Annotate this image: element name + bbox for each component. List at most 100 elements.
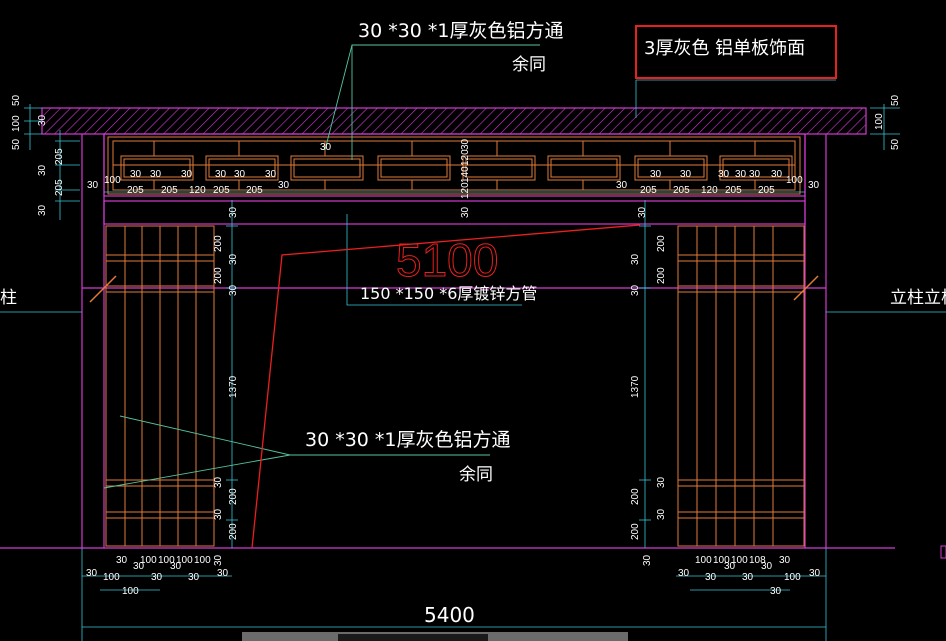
dim-g-120a: 120 — [460, 149, 471, 166]
dim-t-30-7: 30 — [680, 169, 692, 180]
overall-width-label: 5400 — [424, 603, 475, 627]
dim-bl-100d: 100 — [194, 555, 211, 566]
dimension-lines — [0, 104, 946, 641]
dim-mr-1370: 1370 — [630, 375, 641, 398]
right-break-mark — [793, 275, 819, 301]
dim-g-120b: 120 — [460, 182, 471, 199]
dim-t-30-12: 30 — [735, 169, 747, 180]
dim-ml-200d: 200 — [228, 523, 239, 540]
top-note-line2: 余同 — [512, 55, 546, 75]
dim-t-30-10: 30 — [130, 169, 142, 180]
dim-t-30-8: 30 — [718, 169, 730, 180]
dim-br-30e: 30 — [742, 572, 754, 583]
right-edge-marker — [940, 545, 946, 559]
dim-b-100-1: 100 — [104, 175, 121, 186]
dimension-texts: 50 100 50 30 205 30 205 30 50 100 50 30 … — [11, 94, 901, 597]
dim-br-100c: 100 — [731, 555, 748, 566]
dim-l-30b: 30 — [37, 164, 48, 176]
dim-bl-100b: 100 — [158, 555, 175, 566]
dim-t-30-9: 30 — [749, 169, 761, 180]
dim-bl-30a: 30 — [116, 555, 128, 566]
left-panel — [105, 225, 215, 547]
dim-bl-100a: 100 — [140, 555, 157, 566]
dim-g-30c: 30 — [228, 206, 239, 218]
dim-ml-200a: 200 — [213, 235, 224, 252]
dim-bl-100f: 100 — [122, 586, 139, 597]
left-break-mark — [89, 275, 117, 303]
dim-bl-30e: 30 — [170, 561, 182, 572]
dim-t-30-2: 30 — [181, 169, 193, 180]
dim-bl-30d: 30 — [151, 572, 163, 583]
dim-mr-30d: 30 — [656, 508, 667, 520]
dim-b-205-7: 205 — [725, 185, 742, 196]
mid-note-line2: 余同 — [459, 465, 493, 485]
dim-b-30-2: 30 — [278, 180, 290, 191]
dim-b-205-3: 205 — [213, 185, 230, 196]
dim-bl-100e: 100 — [103, 572, 120, 583]
dim-br-100d: 100 — [784, 572, 801, 583]
mid-note-line1: 30 *30 *1厚灰色铝方通 — [305, 429, 511, 451]
dim-r-50a: 50 — [890, 94, 901, 106]
top-note-line1: 30 *30 *1厚灰色铝方通 — [358, 20, 564, 42]
dim-mr-30c: 30 — [656, 476, 667, 488]
dim-br-30g: 30 — [809, 568, 821, 579]
dim-l-50a: 50 — [11, 94, 22, 106]
dim-r-100: 100 — [874, 113, 885, 130]
dim-r-50b: 50 — [890, 138, 901, 150]
dim-l-205a: 205 — [54, 148, 65, 165]
dim-b-205-5: 205 — [640, 185, 657, 196]
dim-bl-30c: 30 — [133, 561, 145, 572]
frame-outline — [0, 133, 895, 549]
dim-b-205-6: 205 — [673, 185, 690, 196]
dim-t-30-4: 30 — [265, 169, 277, 180]
dim-b-30-4: 30 — [808, 180, 820, 191]
dim-t-30-11: 30 — [215, 169, 227, 180]
dim-br-30d: 30 — [724, 561, 736, 572]
dim-ml-200b: 200 — [213, 267, 224, 284]
dim-b-205-4: 205 — [246, 185, 263, 196]
right-column-label: 立柱立柱 — [890, 288, 946, 308]
dim-t-30-3: 30 — [234, 169, 246, 180]
dim-ml-30e: 30 — [213, 554, 224, 566]
dim-g-30d: 30 — [637, 206, 648, 218]
dim-t-30-13: 30 — [771, 169, 783, 180]
dim-t-30-5: 30 — [320, 142, 332, 153]
dim-b-205-8: 205 — [758, 185, 775, 196]
dim-bl-30b: 30 — [86, 568, 98, 579]
dim-l-30c: 30 — [37, 204, 48, 216]
dim-b-100-2: 100 — [786, 175, 803, 186]
dim-br-30b: 30 — [678, 568, 690, 579]
top-beam — [41, 107, 867, 135]
dim-br-100a: 100 — [695, 555, 712, 566]
dim-br-30a: 30 — [779, 555, 791, 566]
bottom-strip-inner — [338, 634, 488, 641]
dim-br-30h: 30 — [770, 586, 782, 597]
red-span-line — [251, 224, 641, 549]
dim-l-30a: 30 — [37, 114, 48, 126]
dim-br-30c: 30 — [705, 572, 717, 583]
dim-l-50b: 50 — [11, 138, 22, 150]
grille-separators — [153, 141, 756, 190]
top-grille — [107, 136, 801, 195]
dim-bl-30g: 30 — [217, 568, 229, 579]
dim-b-30-3: 30 — [616, 180, 628, 191]
dim-g-30: 30 — [460, 138, 471, 150]
dim-ml-30c: 30 — [213, 476, 224, 488]
leaders — [103, 44, 836, 489]
left-column-label: 柱 — [0, 288, 17, 308]
dim-ml-200c: 200 — [228, 488, 239, 505]
dim-bl-30f: 30 — [188, 572, 200, 583]
pipe-note: 150 *150 *6厚镀锌方管 — [360, 284, 537, 303]
grille-cells — [120, 155, 793, 181]
dim-bl-100c: 100 — [176, 555, 193, 566]
dim-b-205-2: 205 — [161, 185, 178, 196]
dim-ml-30b: 30 — [228, 284, 239, 296]
dim-b-120-2: 120 — [701, 185, 718, 196]
dim-ml-30a: 30 — [228, 253, 239, 265]
dim-br-100b: 100 — [713, 555, 730, 566]
dim-ml-1370: 1370 — [228, 375, 239, 398]
dim-mr-30a: 30 — [630, 253, 641, 265]
highlight-box — [635, 25, 837, 79]
dim-mr-200a: 200 — [656, 235, 667, 252]
